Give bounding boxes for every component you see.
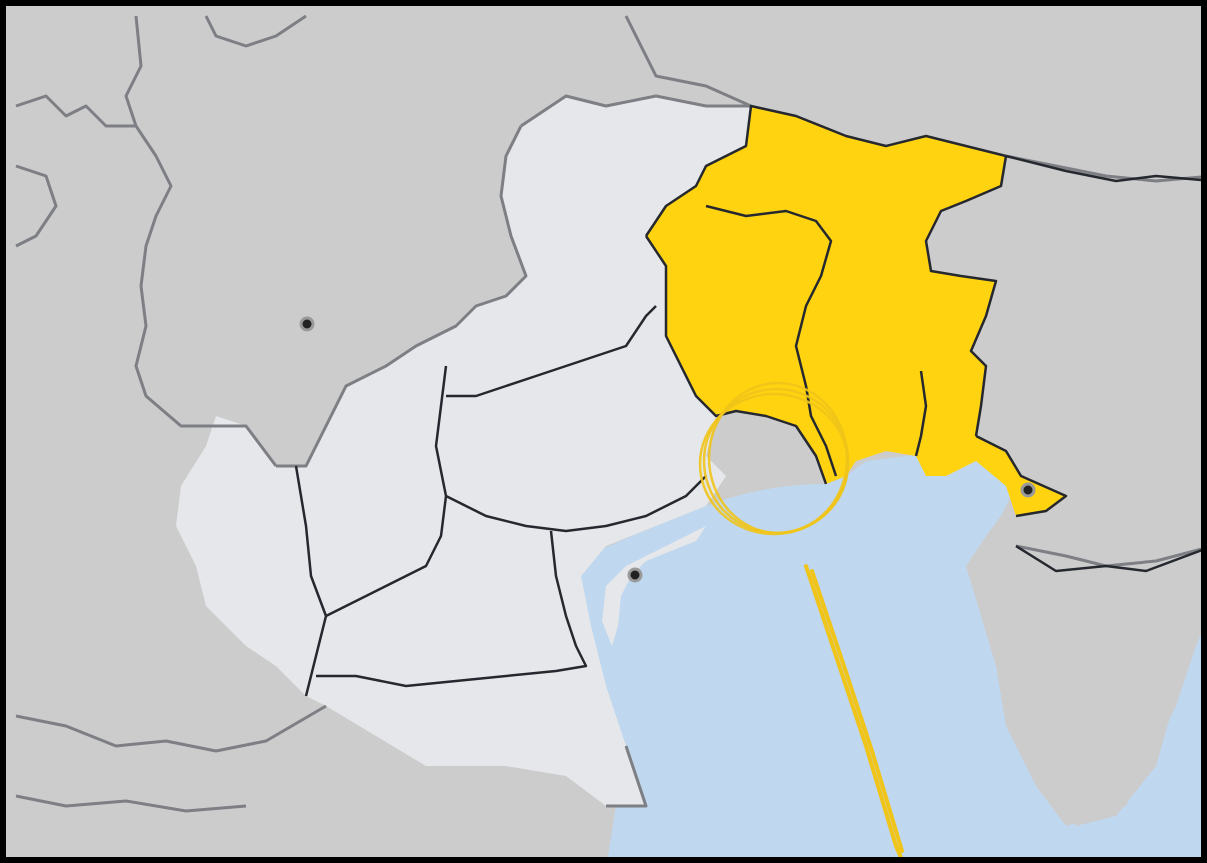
istria-land xyxy=(966,551,1201,826)
borders-light xyxy=(15,14,1201,813)
city-marker-west[interactable] xyxy=(299,316,315,332)
region-veneto[interactable] xyxy=(176,96,751,806)
city-marker-trieste[interactable] xyxy=(1020,482,1036,498)
borders-dark xyxy=(294,104,1201,697)
adriatic-sea xyxy=(566,438,1201,857)
annotation-pointer-line xyxy=(804,564,904,857)
annotation-circle xyxy=(698,381,850,536)
map-canvas[interactable] xyxy=(6,6,1207,863)
venice-lagoon xyxy=(602,526,706,646)
city-marker-venice[interactable] xyxy=(627,567,643,583)
